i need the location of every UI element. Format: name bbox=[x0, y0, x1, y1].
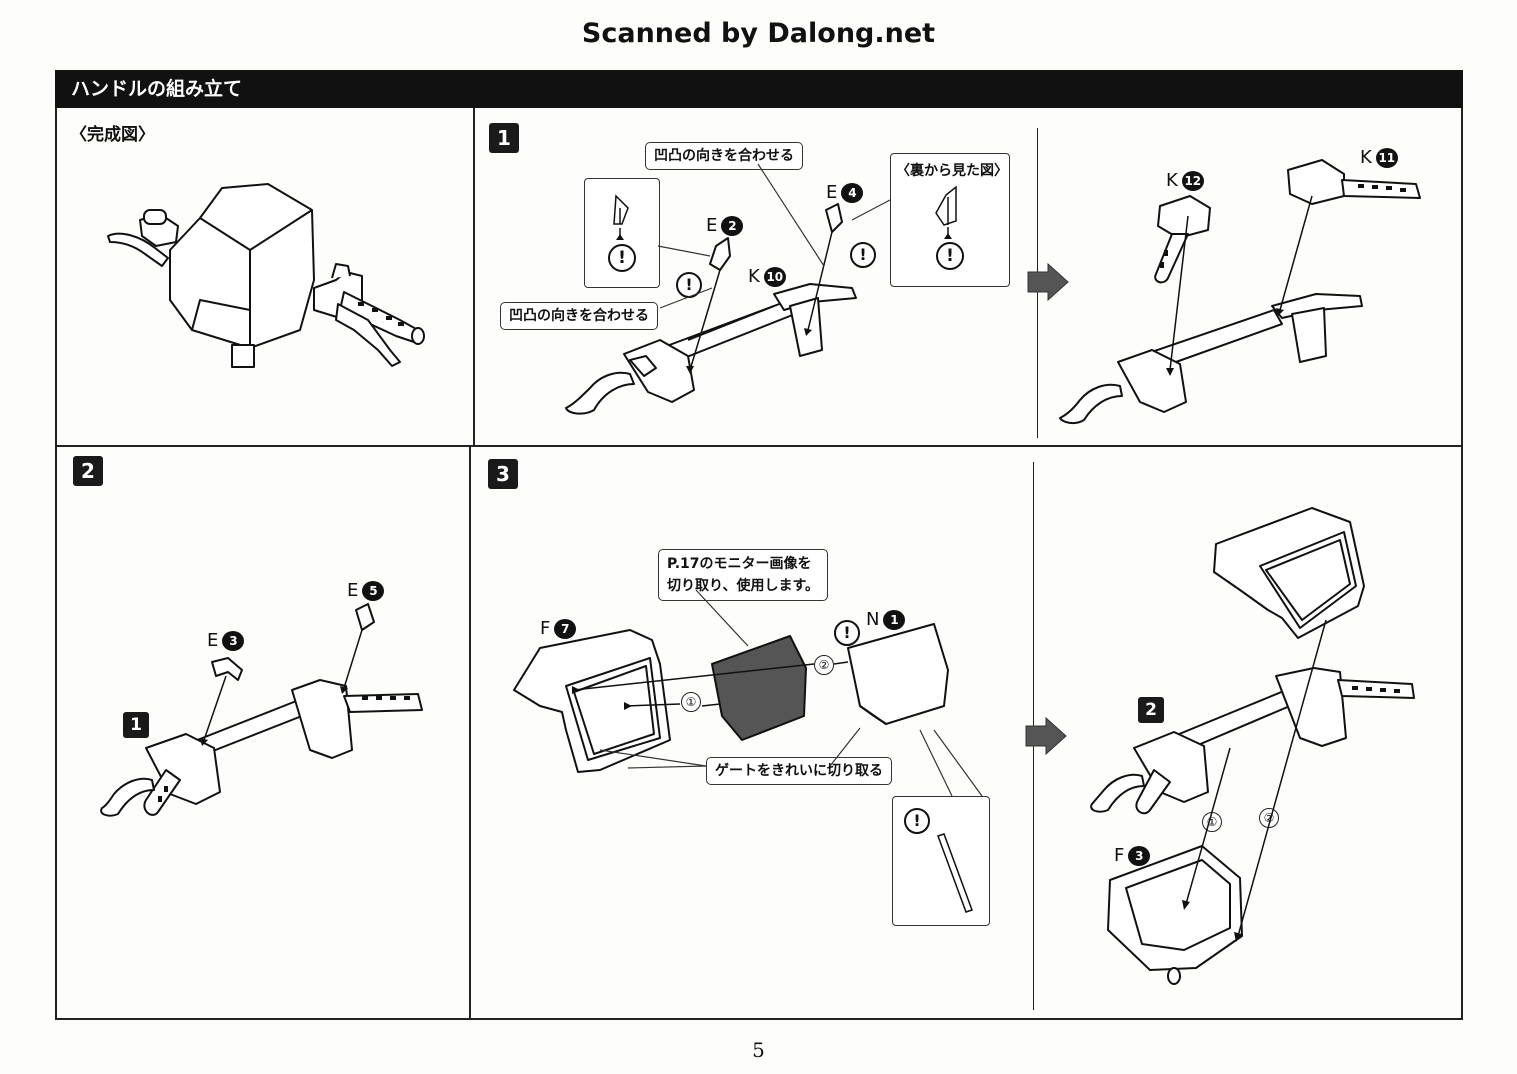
detail-callout-left-drawing bbox=[613, 194, 629, 240]
part-label-e3: E 3 bbox=[207, 630, 245, 651]
order-mark-1: ① bbox=[681, 692, 701, 712]
part-label-n1: N 1 bbox=[866, 609, 906, 630]
scan-watermark: Scanned by Dalong.net bbox=[581, 18, 936, 49]
step-3-badge: 3 bbox=[488, 459, 518, 489]
part-label-e2: E 2 bbox=[706, 215, 744, 236]
part-letter: F bbox=[1114, 845, 1125, 866]
section-header-title: ハンドルの組み立て bbox=[71, 78, 243, 100]
order-mark-2: ② bbox=[814, 655, 834, 675]
caution-icon: ! bbox=[936, 242, 964, 270]
step3-final-assembly-illustration bbox=[1090, 507, 1415, 985]
step3-monitor-parts-illustration bbox=[513, 589, 949, 773]
detail-callout-gate-drawing bbox=[919, 729, 983, 913]
part-label-e5: E 5 bbox=[347, 580, 385, 601]
next-step-arrow-icon bbox=[1027, 262, 1069, 302]
caution-icon: ! bbox=[608, 244, 636, 272]
order-mark-2: ② bbox=[1259, 808, 1279, 828]
step-2-reference-badge: 2 bbox=[1138, 697, 1164, 723]
part-number: 1 bbox=[883, 609, 906, 630]
part-number: 3 bbox=[222, 630, 245, 651]
part-number: 10 bbox=[763, 266, 786, 287]
divider-horizontal bbox=[57, 445, 1461, 447]
detail-callout-back-view-drawing bbox=[935, 185, 957, 239]
section-header: ハンドルの組み立て bbox=[55, 70, 1463, 108]
next-step-arrow-icon bbox=[1025, 716, 1067, 756]
back-view-label: 〈裏から見た図〉 bbox=[896, 163, 1008, 179]
completed-handlebar-illustration bbox=[107, 183, 425, 368]
step1-handlebar-illustration bbox=[565, 163, 891, 415]
step-2-badge: 2 bbox=[73, 456, 103, 486]
part-label-f3: F 3 bbox=[1114, 845, 1151, 866]
divider-vertical-top bbox=[473, 108, 475, 446]
part-label-e4: E 4 bbox=[826, 182, 864, 203]
part-letter: F bbox=[540, 618, 551, 639]
part-number: 7 bbox=[554, 618, 577, 639]
part-letter: N bbox=[866, 609, 880, 630]
part-label-k12: K 12 bbox=[1166, 170, 1204, 191]
page-number: 5 bbox=[752, 1038, 765, 1062]
part-letter: K bbox=[748, 266, 760, 287]
completed-view-title: 〈完成図〉 bbox=[70, 125, 155, 145]
part-letter: E bbox=[826, 182, 838, 203]
caution-icon: ! bbox=[850, 242, 876, 268]
part-letter: K bbox=[1360, 147, 1372, 168]
divider-vertical-bottom bbox=[469, 446, 471, 1018]
note-monitor-image: P.17のモニター画像を 切り取り、使用します。 bbox=[658, 549, 829, 601]
step2-handlebar-illustration bbox=[100, 603, 423, 817]
caution-icon: ! bbox=[834, 620, 860, 646]
caution-icon: ! bbox=[904, 808, 930, 834]
part-number: 2 bbox=[721, 215, 744, 236]
part-label-f7: F 7 bbox=[540, 618, 577, 639]
part-number: 4 bbox=[841, 182, 864, 203]
part-label-k11: K 11 bbox=[1360, 147, 1398, 168]
step-1-badge: 1 bbox=[489, 123, 519, 153]
step-1-reference-badge: 1 bbox=[123, 712, 149, 738]
part-number: 12 bbox=[1181, 170, 1204, 191]
part-number: 5 bbox=[362, 580, 385, 601]
part-number: 3 bbox=[1128, 845, 1151, 866]
note-align-top: 凹凸の向きを合わせる bbox=[645, 142, 803, 170]
part-letter: E bbox=[706, 215, 718, 236]
part-letter: K bbox=[1166, 170, 1178, 191]
part-letter: E bbox=[207, 630, 219, 651]
part-number: 11 bbox=[1375, 147, 1398, 168]
note-align-left: 凹凸の向きを合わせる bbox=[500, 302, 658, 330]
part-letter: E bbox=[347, 580, 359, 601]
step1-grips-illustration bbox=[1059, 159, 1421, 425]
note-clean-gate: ゲートをきれいに切り取る bbox=[706, 757, 892, 785]
part-label-k10: K 10 bbox=[748, 266, 786, 287]
